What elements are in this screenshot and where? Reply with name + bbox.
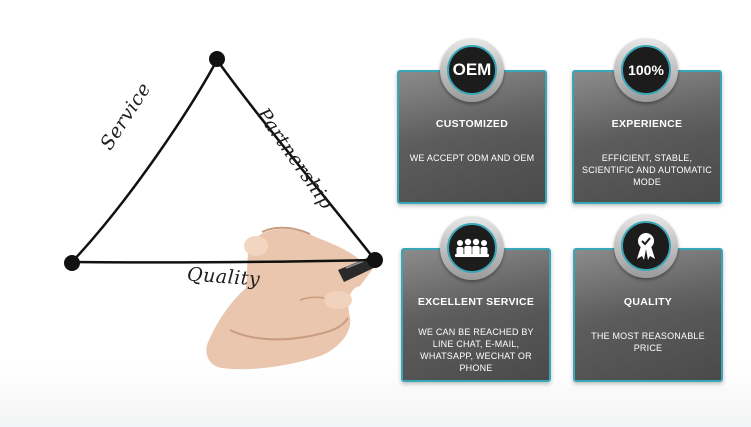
feature-title: EXPERIENCE <box>611 118 683 130</box>
badge-text: OEM <box>452 60 492 79</box>
service-badge <box>440 216 504 280</box>
feature-description: WE CAN BE REACHED BY LINE CHAT, E-MAIL, … <box>418 327 534 373</box>
vertex-right <box>367 252 383 268</box>
badge-text: 100% <box>628 62 664 78</box>
vertex-left <box>64 255 80 271</box>
feature-description: EFFICIENT, STABLE, SCIENTIFIC AND AUTOMA… <box>582 153 712 187</box>
quality-badge <box>614 214 678 278</box>
percent-badge: 100% <box>614 38 678 102</box>
triangle-lines <box>70 58 377 264</box>
service-triangle-illustration: Service Partnership Quality <box>64 51 383 370</box>
award-ribbon-icon <box>637 233 655 260</box>
hand-illustration <box>206 226 378 370</box>
feature-description: THE MOST REASONABLE PRICE <box>591 331 705 353</box>
team-icon <box>455 238 489 257</box>
feature-card-excellent-service: EXCELLENT SERVICE WE CAN BE REACHED BY L… <box>401 248 551 382</box>
vertex-top <box>209 51 225 67</box>
feature-title: CUSTOMIZED <box>435 118 509 130</box>
feature-title: QUALITY <box>623 296 673 308</box>
feature-title: EXCELLENT SERVICE <box>417 296 535 308</box>
triangle-drawing <box>64 51 383 370</box>
feature-description: WE ACCEPT ODM AND OEM <box>409 153 535 163</box>
oem-badge: OEM <box>440 38 504 102</box>
